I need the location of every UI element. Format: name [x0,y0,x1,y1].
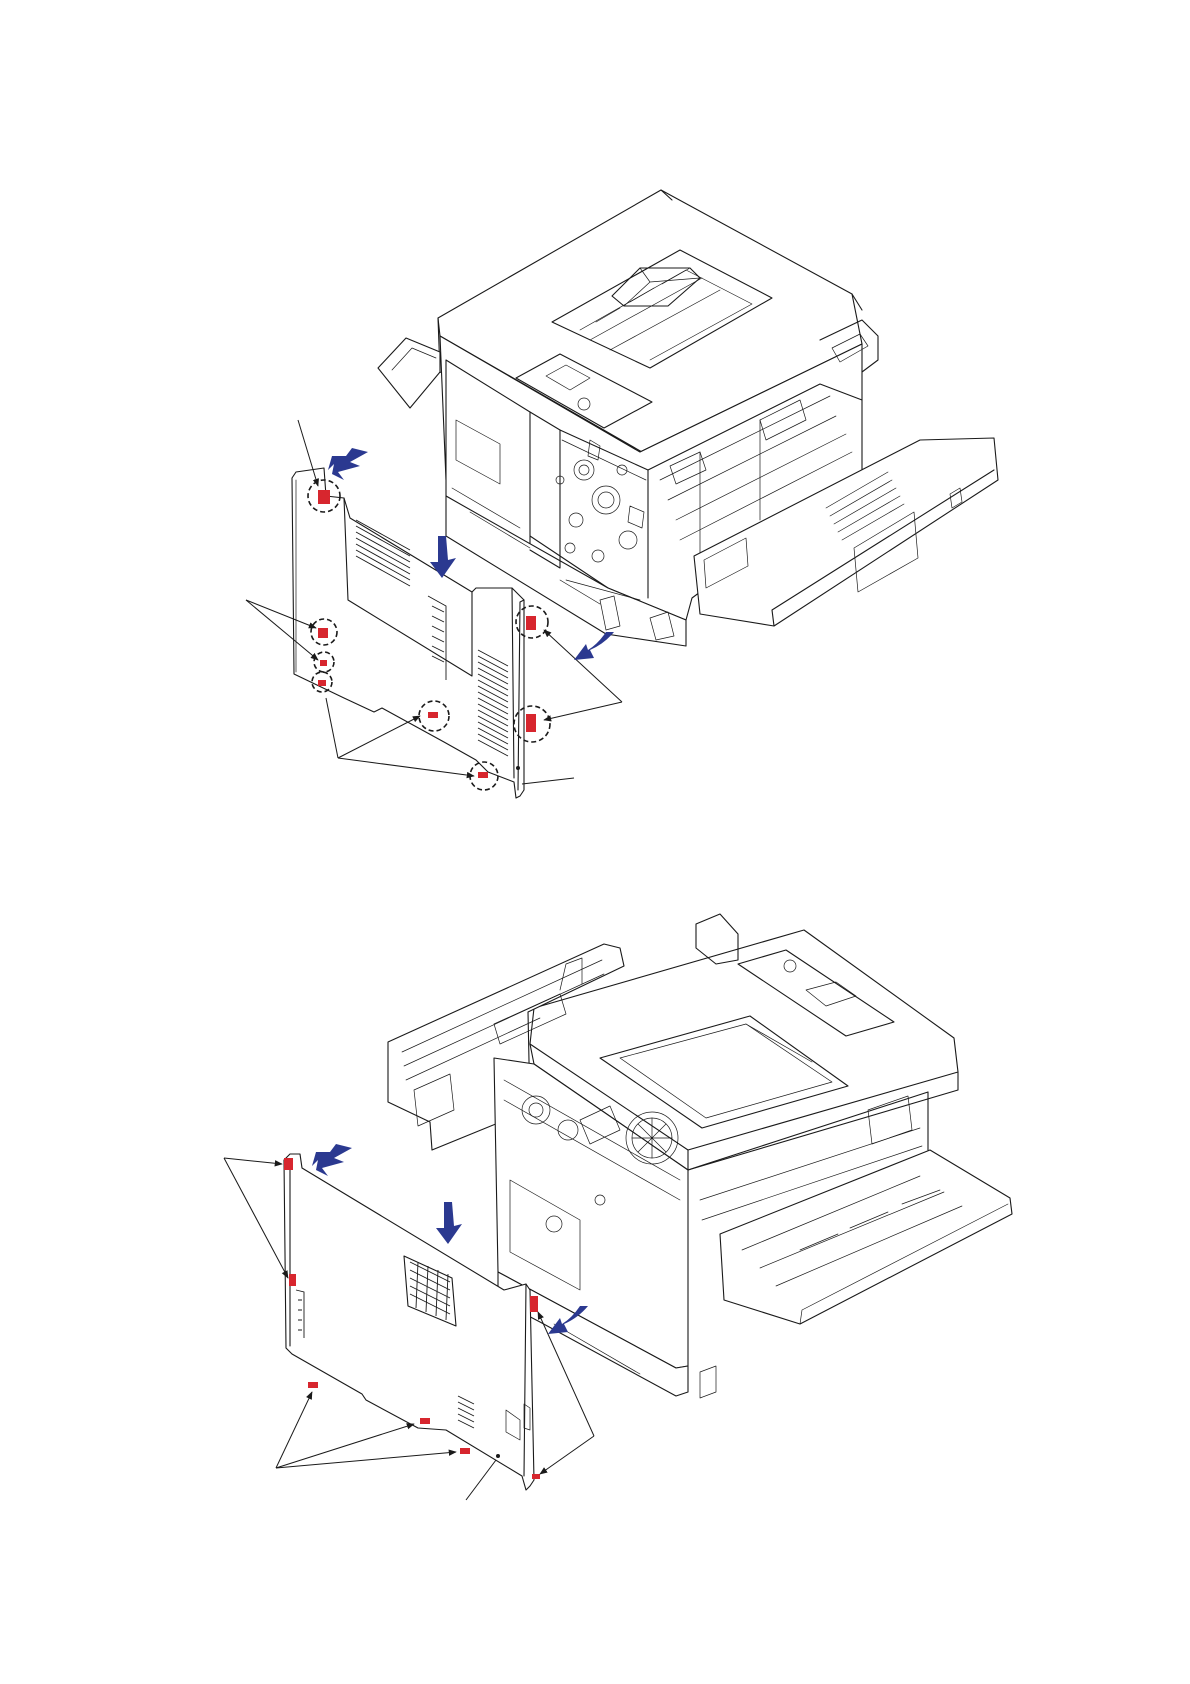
hook-icon [420,1418,430,1424]
hook-icon [289,1274,296,1286]
arrow-icon [436,1202,462,1244]
hook-icon [530,1296,538,1312]
hook-icon [460,1448,470,1454]
arrow-icon [312,1144,352,1176]
hook-icon [532,1474,540,1479]
hook-icon [284,1158,293,1170]
hook-icon [308,1382,318,1388]
